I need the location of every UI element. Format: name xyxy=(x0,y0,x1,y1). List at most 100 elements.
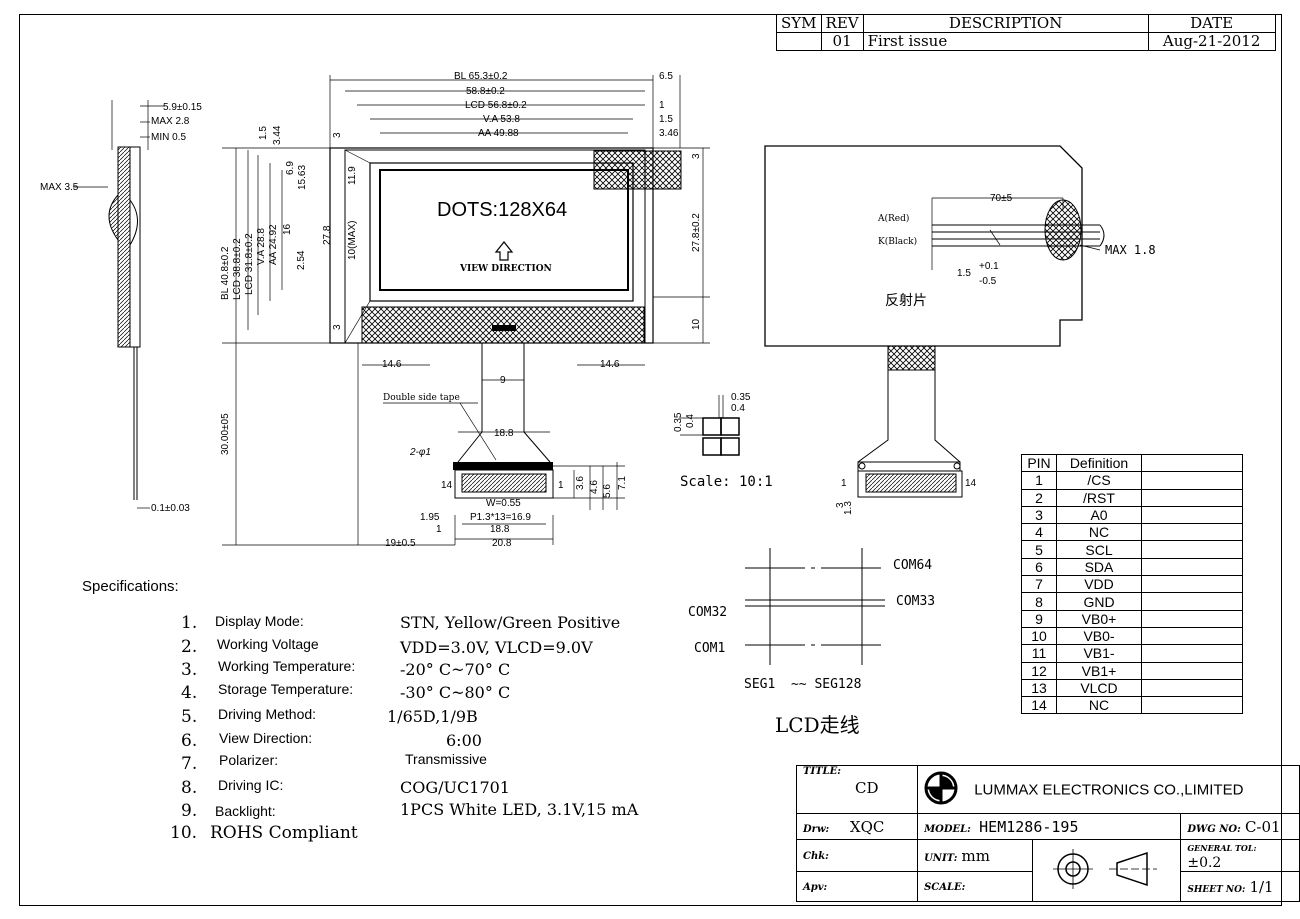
pin-num: 3 xyxy=(1021,505,1057,525)
dim-lcd-width: LCD 56.8±0.2 xyxy=(465,100,527,111)
pin-def: VDD xyxy=(1056,575,1142,594)
pin-blank xyxy=(1141,488,1243,507)
dim-56: 5.6 xyxy=(602,484,613,498)
fpc-pads xyxy=(461,473,547,493)
front-view: DOTS:128X64 VIEW DIRECTION BL 65.3±0.2 5… xyxy=(220,71,710,549)
spec-num-10: 10. xyxy=(170,823,198,843)
side-dim-fpc: 0.1±0.03 xyxy=(151,503,190,514)
model-label: MODEL: xyxy=(924,823,971,835)
spec-label-9: Backlight: xyxy=(215,803,276,819)
sheet-cell: SHEET NO: 1/1 xyxy=(1180,871,1300,902)
pin-blank xyxy=(1141,505,1243,525)
pin-def: SCL xyxy=(1056,540,1142,559)
dim-46: 4.6 xyxy=(589,480,600,494)
pin-blank xyxy=(1141,644,1243,663)
spec-value-8: COG/UC1701 xyxy=(400,778,510,797)
pin-num: 11 xyxy=(1021,644,1057,663)
spec-num-5: 5. xyxy=(181,707,198,727)
sheet-value: 1/1 xyxy=(1249,877,1274,896)
dim-pitch: P1.3*13=16.9 xyxy=(470,512,531,523)
back-pin14: 14 xyxy=(965,478,977,489)
dim-10-right: 10 xyxy=(691,318,702,330)
revision-table: SYM REV DESCRIPTION DATE 01 First issue … xyxy=(776,14,1276,51)
dim-lcd-height: LCD 38.8±0.2 xyxy=(232,238,243,300)
spec-num-2: 2. xyxy=(181,637,198,657)
dim-total-height: 30.00±05 xyxy=(220,413,231,455)
dim-71: 7.1 xyxy=(617,476,628,490)
wiring-seg-range: SEG1 ~~ SEG128 xyxy=(744,677,861,692)
spec-num-6: 6. xyxy=(181,731,198,751)
dim-1: 1 xyxy=(659,100,665,111)
sheet-label: SHEET NO: xyxy=(1187,884,1246,895)
dim-146-left: 14.6 xyxy=(382,359,402,370)
dim-346: 3.46 xyxy=(659,128,679,139)
wire-dim-15: 1.5 xyxy=(957,268,971,279)
scale-title-label: SCALE: xyxy=(924,882,966,893)
wire-label-anode: A(Red) xyxy=(877,213,909,224)
pin-def: NC xyxy=(1056,523,1142,542)
side-dim-max: MAX 2.8 xyxy=(151,116,190,127)
spec-label-5: Driving Method: xyxy=(218,706,317,722)
dim-va-height: V.A 28.8 xyxy=(256,228,267,265)
rev-description: First issue xyxy=(862,32,1149,51)
pin-num: 9 xyxy=(1021,609,1057,628)
view-direction-arrow-icon xyxy=(494,241,514,261)
spec-label-8: Driving IC: xyxy=(218,777,284,793)
rev-header-rev: REV xyxy=(820,14,864,33)
dwg-label: DWG NO: xyxy=(1187,823,1241,835)
dim-lcd-318: LCD 31.8±0.2 xyxy=(244,233,255,295)
dim-16: 16 xyxy=(282,223,293,235)
spec-value-4: -30° C~80° C xyxy=(400,683,511,702)
dim-254: 2.54 xyxy=(296,250,307,270)
title-label: TITLE: xyxy=(803,766,841,777)
pin-num: 2 xyxy=(1021,488,1057,507)
dim-69: 6.9 xyxy=(285,161,296,175)
model-cell: MODEL: HEM1286-195 xyxy=(917,813,1182,840)
dwg-cell: DWG NO: C-01 xyxy=(1180,813,1300,840)
spec-label-2: Working Voltage xyxy=(217,636,319,652)
pin-blank xyxy=(1141,678,1243,698)
wire-label-cathode: K(Black) xyxy=(878,236,917,247)
title-block: TITLE: CD LUMMAX ELECTRONICS CO.,LIMITED… xyxy=(795,765,1300,902)
spec-heading: Specifications: xyxy=(82,578,179,595)
pin-blank xyxy=(1141,471,1243,490)
pin-num: 5 xyxy=(1021,540,1057,559)
dim-195: 1.95 xyxy=(420,512,440,523)
pin-header-definition: Definition xyxy=(1056,453,1142,473)
dim-278-right: 27.8±0.2 xyxy=(691,213,702,252)
side-dim-min: MIN 0.5 xyxy=(151,132,186,143)
drawing-frame xyxy=(19,14,1282,906)
wiring-caption: LCD走线 xyxy=(775,713,860,737)
company-logo-icon xyxy=(924,771,958,809)
chk-label: Chk: xyxy=(803,851,829,862)
unit-cell: UNIT: mm xyxy=(917,839,1033,872)
pin-blank xyxy=(1141,592,1243,611)
side-dim-max35: MAX 3.5 xyxy=(40,182,79,193)
dots-label: DOTS:128X64 xyxy=(437,199,567,221)
dim-aa-height: AA 24.92 xyxy=(268,224,279,265)
company-cell: LUMMAX ELECTRONICS CO.,LIMITED xyxy=(917,765,1300,814)
pin-header-pin: PIN xyxy=(1021,453,1057,473)
dim-65: 6.5 xyxy=(659,71,673,82)
pin-blank xyxy=(1141,696,1243,715)
dim-19: 19±0.5 xyxy=(385,538,416,549)
pin-def: /CS xyxy=(1056,471,1142,490)
scale-dim-04-top: 0.4 xyxy=(731,403,745,414)
pin-num: 8 xyxy=(1021,592,1057,611)
drw-cell: Drw: XQC xyxy=(795,813,919,840)
scale-cell: SCALE: xyxy=(917,871,1033,902)
back-pad-3: 3 xyxy=(835,502,846,508)
pin-def: NC xyxy=(1056,696,1142,715)
pin-num: 7 xyxy=(1021,575,1057,594)
dim-188-top: 18.8 xyxy=(494,428,514,439)
fpc-pin1: 1 xyxy=(558,480,564,491)
spec-num-8: 8. xyxy=(181,778,198,798)
dim-3-top: 3 xyxy=(332,132,343,138)
dim-3-bottom: 3 xyxy=(332,324,343,330)
projection-symbol-icon xyxy=(1052,848,1157,889)
company-name: LUMMAX ELECTRONICS CO.,LIMITED xyxy=(974,781,1244,798)
projection-symbol-cell xyxy=(1031,839,1182,902)
dim-208: 20.8 xyxy=(492,538,512,549)
pin-num: 4 xyxy=(1021,523,1057,542)
